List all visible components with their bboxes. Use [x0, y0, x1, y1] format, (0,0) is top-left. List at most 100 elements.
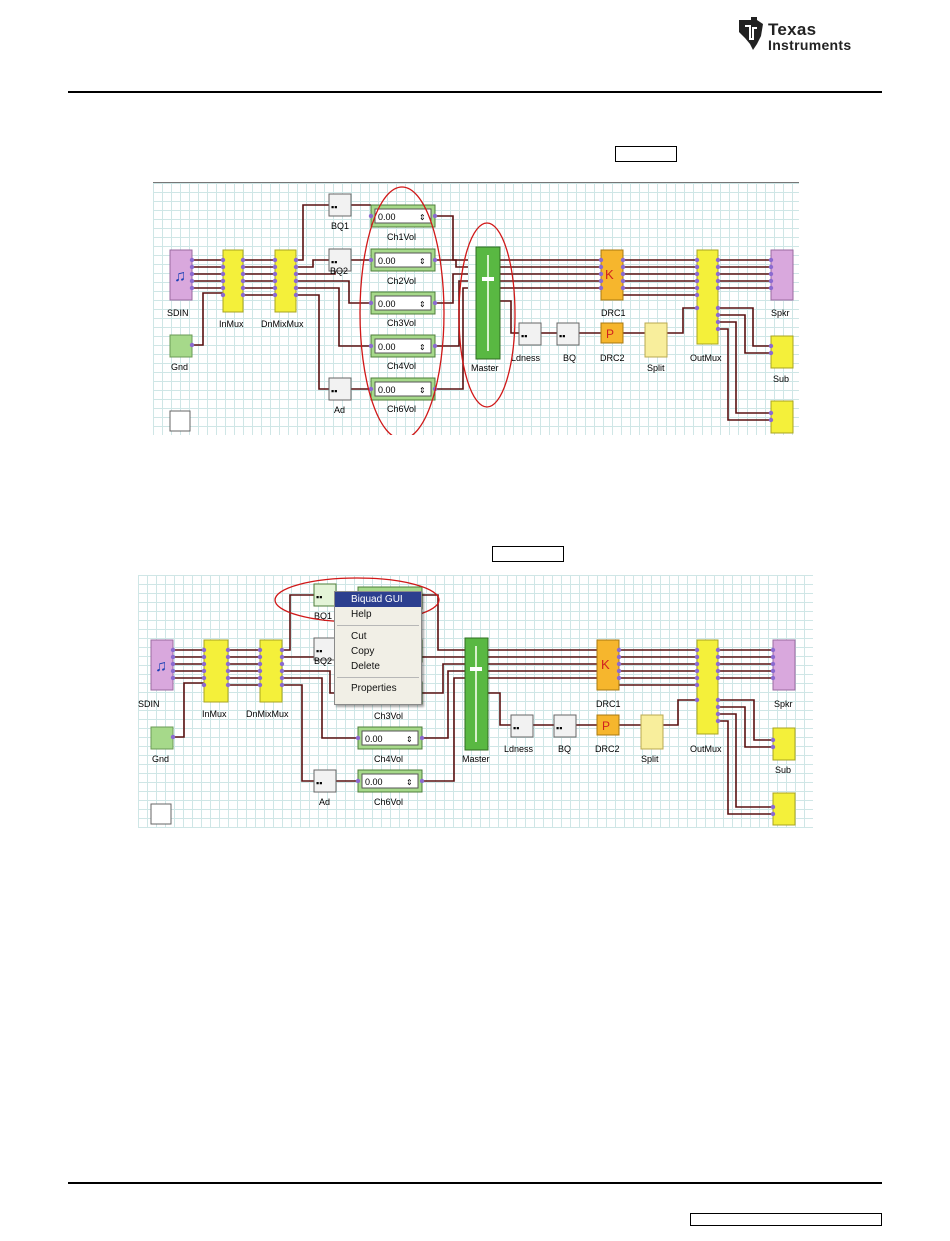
- brand-name-line1: Texas: [768, 20, 817, 39]
- ch1vol-value: 0.00: [378, 212, 396, 222]
- menu-separator: [337, 625, 419, 626]
- menu-item-copy[interactable]: Copy: [351, 646, 375, 657]
- drc-icon: P: [606, 327, 614, 341]
- drc2-label: DRC2: [600, 353, 625, 363]
- output-block[interactable]: [772, 792, 796, 826]
- signal-wires-bottom: [173, 594, 773, 815]
- sub-block[interactable]: [772, 727, 796, 761]
- ch3vol-block[interactable]: 0.00 ⇕: [370, 291, 436, 315]
- ch3vol-label: Ch3Vol: [374, 711, 403, 721]
- header-rule: [68, 91, 882, 93]
- footer-rule: [68, 1182, 882, 1184]
- process-flow-canvas-top[interactable]: ♫ SDIN Gnd InMux DnMixMux ▪▪ BQ1 ▪▪ BQ2 …: [153, 182, 799, 435]
- master-slider-thumb[interactable]: [482, 277, 494, 281]
- split-block[interactable]: [640, 714, 664, 750]
- connection-pins-bottom: [170, 647, 776, 817]
- dnmixmux-block[interactable]: [274, 249, 297, 313]
- figure-reference-box-bottom: [492, 546, 564, 562]
- menu-item-delete[interactable]: Delete: [351, 661, 380, 672]
- biquad-icon: ▪▪: [316, 592, 322, 602]
- menu-item-help[interactable]: Help: [351, 609, 372, 620]
- process-flow-canvas-bottom[interactable]: ♫ SDIN Gnd InMux DnMixMux ▪▪ BQ1 ▪▪ BQ2 …: [138, 575, 813, 828]
- output-block[interactable]: [770, 400, 794, 434]
- bq-label: BQ: [563, 353, 576, 363]
- inmux-block[interactable]: [203, 639, 229, 703]
- bq2-label: BQ2: [314, 656, 332, 666]
- spinner-arrows-icon[interactable]: ⇕: [419, 343, 426, 352]
- dnmixmux-block[interactable]: [259, 639, 283, 703]
- ch6vol-block[interactable]: 0.00 ⇕: [357, 769, 423, 793]
- dnmixmux-label: DnMixMux: [246, 709, 289, 719]
- master-label: Master: [471, 363, 499, 373]
- ch1vol-block[interactable]: 0.00 ⇕: [370, 204, 436, 228]
- ch4vol-block[interactable]: 0.00 ⇕: [370, 334, 436, 358]
- outmux-label: OutMux: [690, 744, 722, 754]
- biquad-icon: ▪▪: [521, 331, 527, 341]
- ch6vol-value: 0.00: [365, 777, 383, 787]
- empty-block[interactable]: [169, 410, 191, 432]
- spinner-arrows-icon[interactable]: ⇕: [406, 735, 413, 744]
- inmux-block[interactable]: [222, 249, 244, 313]
- spkr-block[interactable]: [772, 639, 796, 691]
- spinner-arrows-icon[interactable]: ⇕: [406, 778, 413, 787]
- ch6vol-label: Ch6Vol: [374, 797, 403, 807]
- menu-item-properties[interactable]: Properties: [351, 683, 397, 694]
- gnd-label: Gnd: [171, 362, 188, 372]
- inmux-label: InMux: [202, 709, 227, 719]
- menu-item-cut[interactable]: Cut: [351, 631, 367, 642]
- gnd-block[interactable]: [150, 726, 174, 750]
- sub-label: Sub: [773, 374, 789, 384]
- bq-block[interactable]: [553, 714, 577, 738]
- spinner-arrows-icon[interactable]: ⇕: [419, 386, 426, 395]
- ch3vol-label: Ch3Vol: [387, 318, 416, 328]
- bq2-block[interactable]: [328, 248, 352, 272]
- gnd-block[interactable]: [169, 334, 193, 358]
- menu-item-biquad-gui[interactable]: Biquad GUI: [335, 592, 421, 607]
- loudness-block[interactable]: [518, 322, 542, 346]
- context-menu[interactable]: Biquad GUI Help Cut Copy Delete Properti…: [334, 591, 422, 705]
- ch4vol-value: 0.00: [365, 734, 383, 744]
- ch4vol-block[interactable]: 0.00 ⇕: [357, 726, 423, 750]
- ch2vol-block[interactable]: 0.00 ⇕: [370, 248, 436, 272]
- bq1-block[interactable]: [328, 193, 352, 217]
- sub-block[interactable]: [770, 335, 794, 369]
- empty-block[interactable]: [150, 803, 172, 825]
- dnmixmux-label: DnMixMux: [261, 319, 304, 329]
- loudness-label: Ldness: [511, 353, 541, 363]
- ad-label: Ad: [334, 405, 345, 415]
- ch6vol-label: Ch6Vol: [387, 404, 416, 414]
- loudness-block[interactable]: [510, 714, 534, 738]
- music-note-icon: ♫: [155, 658, 167, 675]
- ch6vol-block[interactable]: 0.00 ⇕: [370, 377, 436, 401]
- ad-block[interactable]: [328, 377, 352, 401]
- bq-block[interactable]: [556, 322, 580, 346]
- master-label: Master: [462, 754, 490, 764]
- master-slider-thumb[interactable]: [470, 667, 482, 671]
- split-block[interactable]: [644, 322, 668, 358]
- spinner-arrows-icon[interactable]: ⇕: [419, 300, 426, 309]
- outmux-label: OutMux: [690, 353, 722, 363]
- ch4vol-label: Ch4Vol: [374, 754, 403, 764]
- music-note-icon: ♫: [174, 268, 186, 285]
- spkr-block[interactable]: [770, 249, 794, 301]
- figure-reference-box-top: [615, 146, 677, 162]
- outmux-block[interactable]: [696, 249, 719, 345]
- ch4vol-label: Ch4Vol: [387, 361, 416, 371]
- brand-name-line2: Instruments: [768, 37, 852, 53]
- ad-block[interactable]: [313, 769, 337, 793]
- sdin-label: SDIN: [138, 699, 160, 709]
- connection-pins-top: [189, 213, 774, 423]
- ch3vol-value: 0.00: [378, 299, 396, 309]
- outmux-block[interactable]: [696, 639, 719, 735]
- ch2vol-label: Ch2Vol: [387, 276, 416, 286]
- drc-icon: K: [601, 657, 610, 672]
- spinner-arrows-icon[interactable]: ⇕: [419, 213, 426, 222]
- menu-separator: [337, 677, 419, 678]
- drc2-block[interactable]: [596, 714, 620, 736]
- drc1-label: DRC1: [596, 699, 621, 709]
- ch4vol-value: 0.00: [378, 342, 396, 352]
- spinner-arrows-icon[interactable]: ⇕: [419, 257, 426, 266]
- drc2-block[interactable]: [600, 322, 624, 344]
- drc-icon: P: [602, 719, 610, 733]
- bq2-label: BQ2: [330, 266, 348, 276]
